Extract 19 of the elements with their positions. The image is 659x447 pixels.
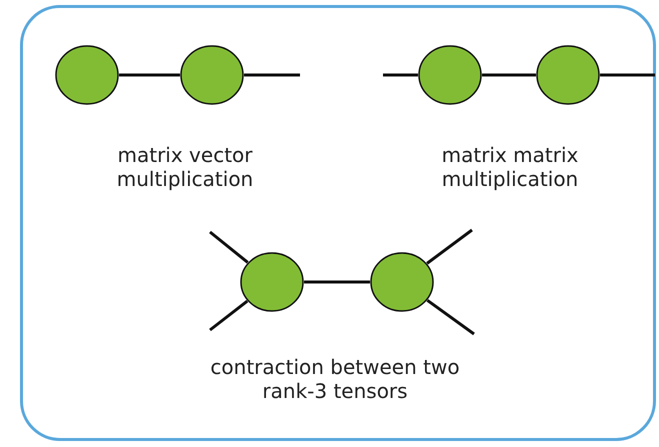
tensor-circle bbox=[418, 45, 482, 105]
tensor-circle bbox=[55, 45, 119, 105]
caption-text: matrix matrix multiplication bbox=[440, 143, 580, 191]
tensor-leg bbox=[244, 74, 300, 76]
tensor-leg bbox=[209, 230, 249, 264]
tensor-circle bbox=[536, 45, 600, 105]
contraction-line bbox=[304, 280, 370, 284]
tensor-leg bbox=[426, 299, 475, 336]
tensor-circle bbox=[370, 252, 434, 312]
tensor-leg bbox=[426, 228, 473, 265]
tensor-circle bbox=[240, 252, 304, 312]
tensor-circle bbox=[180, 45, 244, 105]
contraction-line bbox=[482, 74, 536, 76]
tensor-leg bbox=[209, 300, 248, 332]
caption-text: matrix vector multiplication bbox=[116, 143, 254, 191]
caption-text: contraction between two rank-3 tensors bbox=[209, 355, 461, 403]
tensor-leg bbox=[600, 74, 655, 76]
contraction-line bbox=[119, 74, 180, 76]
tensor-leg bbox=[383, 74, 418, 76]
